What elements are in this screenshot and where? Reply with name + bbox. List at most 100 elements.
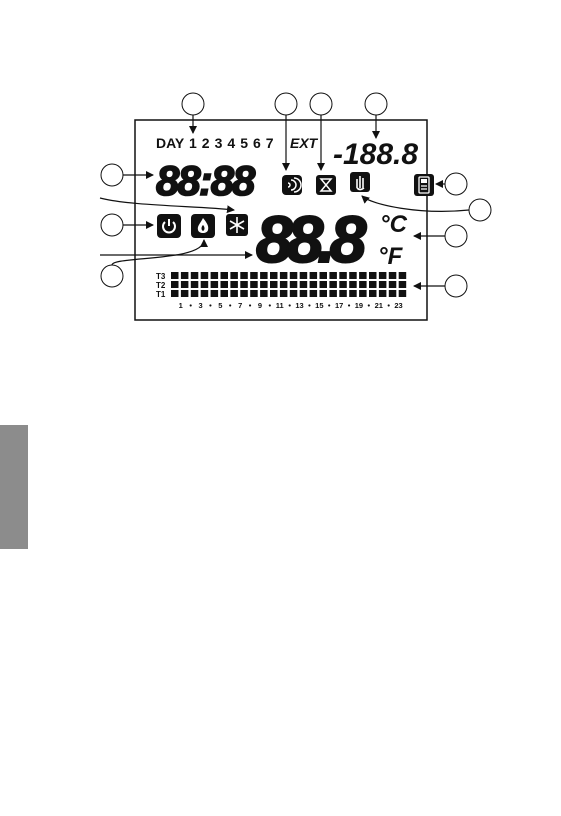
program-cell <box>310 290 318 297</box>
hour-tick-label: 11 <box>276 301 284 310</box>
program-cell <box>329 272 337 279</box>
program-cell <box>310 272 318 279</box>
program-cell <box>320 272 328 279</box>
program-cell <box>349 290 357 297</box>
clock-value: 88:88 <box>156 157 256 204</box>
program-cell <box>339 272 347 279</box>
program-cell <box>399 272 407 279</box>
hour-tick-label: • <box>308 301 311 310</box>
day-number: 4 <box>227 135 235 151</box>
power-icon <box>157 214 181 238</box>
hour-tick-label: 17 <box>335 301 343 310</box>
program-row-labels: T3T2T1 <box>156 272 166 299</box>
day-number: 2 <box>202 135 210 151</box>
program-cell <box>240 290 248 297</box>
program-cell <box>290 281 298 288</box>
callout-circle <box>310 93 332 115</box>
hour-tick-label: 19 <box>355 301 363 310</box>
day-label: DAY <box>156 135 185 151</box>
ext-label: EXT <box>290 135 319 151</box>
program-cell <box>389 290 397 297</box>
hour-tick-label: 9 <box>258 301 262 310</box>
hour-tick-label: 1 <box>179 301 183 310</box>
hour-tick-label: • <box>189 301 192 310</box>
program-cell <box>280 290 288 297</box>
program-cell <box>171 281 179 288</box>
program-cell <box>389 272 397 279</box>
program-cell <box>181 272 189 279</box>
program-cell <box>379 272 387 279</box>
program-cell <box>201 281 209 288</box>
program-cell <box>221 290 229 297</box>
unit-fahrenheit: °F <box>378 243 404 270</box>
hour-tick-label: 5 <box>218 301 222 310</box>
program-cell <box>389 281 397 288</box>
program-cell <box>339 290 347 297</box>
program-cell <box>201 290 209 297</box>
program-cell <box>320 290 328 297</box>
program-cell <box>181 290 189 297</box>
program-cell <box>191 290 199 297</box>
hour-tick-label: • <box>249 301 252 310</box>
program-row-label: T1 <box>156 290 166 299</box>
hour-tick-label: • <box>269 301 272 310</box>
program-cell <box>230 290 238 297</box>
program-cell <box>171 272 179 279</box>
main-temperature: 88.8 <box>256 202 367 276</box>
program-cell <box>300 281 308 288</box>
program-cell <box>359 272 367 279</box>
program-cell <box>181 281 189 288</box>
program-cell <box>280 281 288 288</box>
hour-tick-label: • <box>229 301 232 310</box>
program-cell <box>359 290 367 297</box>
program-cell <box>339 281 347 288</box>
program-cell <box>191 281 199 288</box>
program-cell <box>329 290 337 297</box>
callout-circle <box>365 93 387 115</box>
program-row-label: T3 <box>156 272 166 281</box>
hour-tick-label: • <box>209 301 212 310</box>
hour-tick-label: • <box>288 301 291 310</box>
program-cell <box>260 281 268 288</box>
flame-icon <box>191 214 215 238</box>
day-number: 1 <box>189 135 197 151</box>
callout-circle <box>101 164 123 186</box>
program-cell <box>349 272 357 279</box>
hourglass-icon <box>316 175 336 195</box>
wireless-icon <box>282 175 302 195</box>
program-cell <box>320 281 328 288</box>
program-cell <box>379 281 387 288</box>
program-cell <box>359 281 367 288</box>
leader-line <box>112 240 204 265</box>
callout-circle <box>275 93 297 115</box>
program-cell <box>290 272 298 279</box>
hour-tick-label: • <box>328 301 331 310</box>
snowflake-icon <box>226 214 248 236</box>
callout-circle <box>101 265 123 287</box>
callout-circle <box>182 93 204 115</box>
program-cell <box>191 272 199 279</box>
program-cell <box>280 272 288 279</box>
program-cell <box>250 281 258 288</box>
program-cell <box>240 272 248 279</box>
program-cell <box>221 281 229 288</box>
hour-tick-label: 21 <box>375 301 383 310</box>
hour-tick-label: • <box>348 301 351 310</box>
program-cell <box>171 290 179 297</box>
program-cell <box>260 272 268 279</box>
program-cell <box>201 272 209 279</box>
program-cell <box>250 272 258 279</box>
hour-tick-label: 13 <box>295 301 303 310</box>
day-number: 7 <box>266 135 274 151</box>
day-number: 6 <box>253 135 261 151</box>
phone-icon <box>414 174 434 196</box>
program-cell <box>300 272 308 279</box>
program-cell <box>270 290 278 297</box>
program-cell <box>250 290 258 297</box>
hour-tick-label: 15 <box>315 301 323 310</box>
program-cell <box>369 281 377 288</box>
hour-tick-label: • <box>387 301 390 310</box>
hour-tick-label: 7 <box>238 301 242 310</box>
hour-tick-label: 23 <box>394 301 402 310</box>
